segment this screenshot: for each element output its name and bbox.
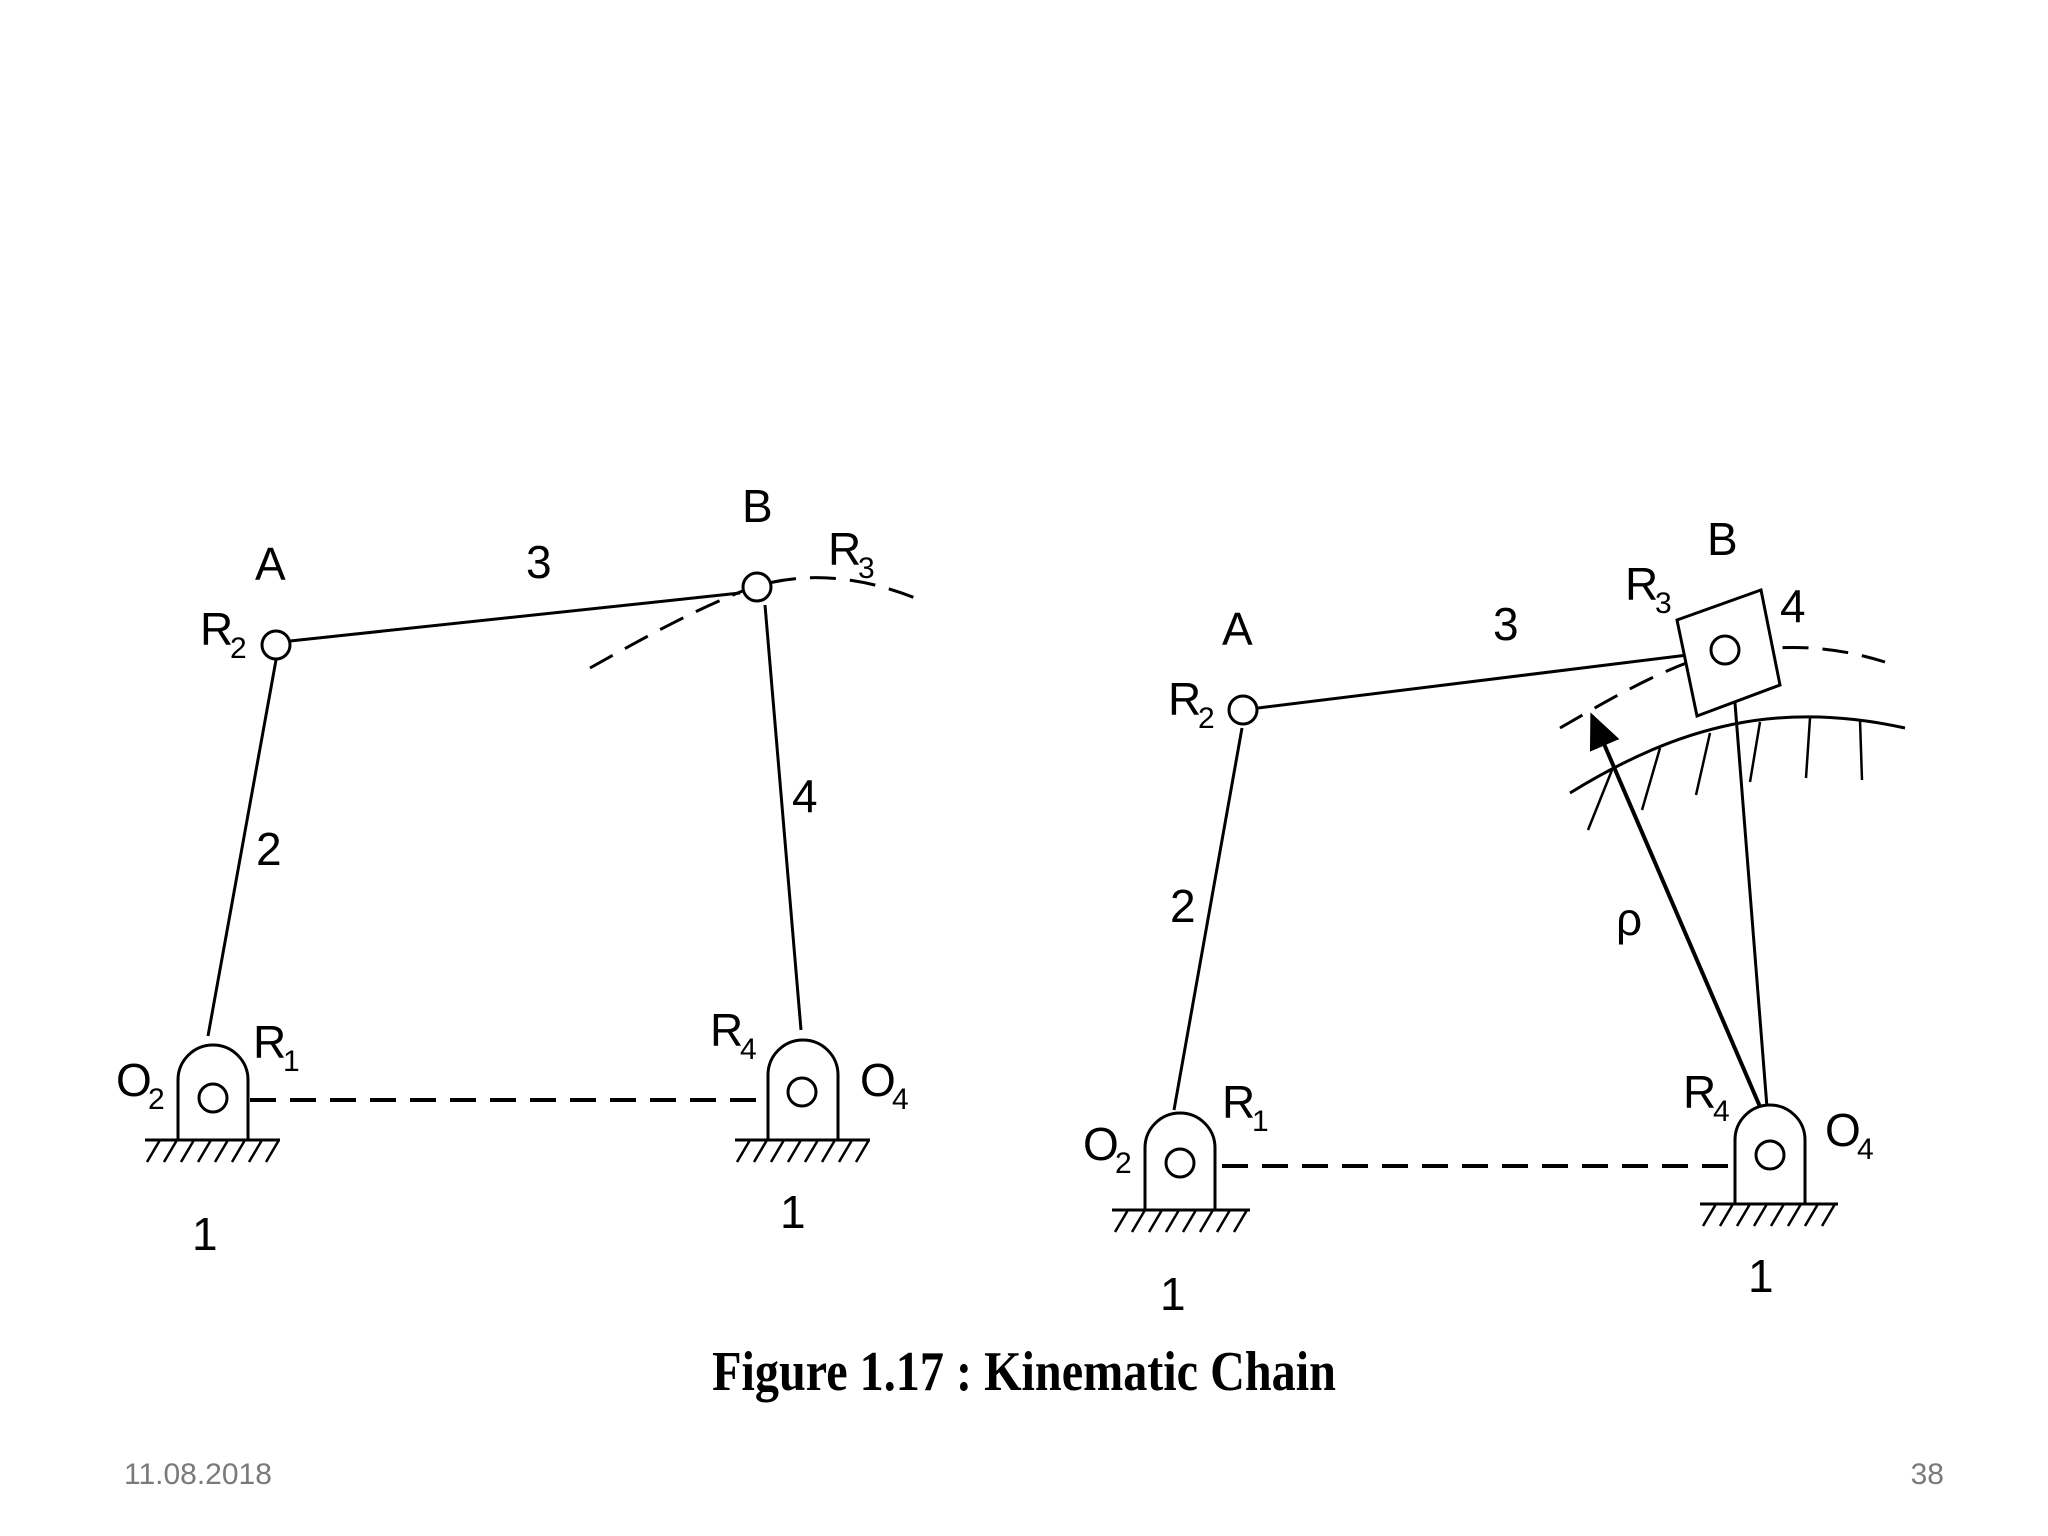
right-labels: A B 3 4 2 ρ R 2 R 3 R 1 R 4 O 2 O 4 1 1 [1083, 513, 1874, 1320]
right-pin-a [1227, 694, 1259, 726]
left-link-2 [206, 659, 278, 1037]
svg-text:2: 2 [230, 632, 247, 665]
right-label-r1: R 1 [1222, 1076, 1269, 1138]
svg-text:4: 4 [740, 1033, 757, 1066]
left-label-r3: R 3 [828, 523, 875, 585]
svg-text:R: R [828, 523, 861, 575]
left-labels: A B 3 2 4 R 2 R 3 R 1 R 4 O 2 O 4 1 1 [116, 480, 909, 1260]
page-number: 38 [1910, 1458, 1944, 1491]
left-label-ground-1a: 1 [192, 1208, 218, 1260]
footer-date: 11.08.2018 [124, 1458, 272, 1491]
left-pin-b [741, 571, 773, 603]
left-linkage [145, 571, 921, 1163]
right-label-r2: R 2 [1168, 673, 1215, 735]
left-support-o2 [145, 1043, 281, 1163]
figure-caption: Figure 1.17 : Kinematic Chain [712, 1341, 1336, 1403]
left-label-r1: R 1 [253, 1016, 300, 1078]
right-link-2 [1172, 727, 1244, 1111]
right-label-a: A [1222, 603, 1253, 655]
svg-text:2: 2 [1198, 702, 1215, 735]
right-pin-b [1709, 634, 1741, 666]
right-path-arc [1559, 646, 1886, 730]
svg-text:O: O [860, 1054, 896, 1106]
svg-text:R: R [1222, 1076, 1255, 1128]
left-pin-a [260, 629, 292, 661]
svg-text:3: 3 [858, 552, 875, 585]
right-label-link2: 2 [1170, 880, 1196, 932]
right-label-ground-1b: 1 [1748, 1250, 1774, 1302]
right-curved-guide [1569, 715, 1906, 795]
left-label-o2: O 2 [116, 1054, 165, 1116]
svg-text:R: R [1683, 1066, 1716, 1118]
svg-text:1: 1 [1252, 1105, 1269, 1138]
left-label-link4: 4 [792, 770, 818, 822]
right-label-ground-1a: 1 [1160, 1268, 1186, 1320]
right-label-link3: 3 [1493, 598, 1519, 650]
svg-text:4: 4 [892, 1083, 909, 1116]
svg-text:R: R [253, 1016, 286, 1068]
left-support-o4 [735, 1038, 871, 1163]
right-label-r3: R 3 [1625, 558, 1672, 620]
left-link-4 [763, 604, 803, 1031]
right-radius-rho [1589, 712, 1772, 1131]
left-label-a: A [255, 538, 286, 590]
svg-text:3: 3 [1655, 587, 1672, 620]
left-label-b: B [742, 480, 773, 532]
left-link-3 [289, 591, 741, 643]
right-label-b: B [1707, 513, 1738, 565]
svg-text:O: O [1825, 1104, 1861, 1156]
right-support-o2 [1112, 1111, 1250, 1233]
svg-text:2: 2 [1115, 1147, 1132, 1180]
svg-text:2: 2 [148, 1083, 165, 1116]
left-label-link3: 3 [526, 536, 552, 588]
right-label-link4: 4 [1780, 580, 1806, 632]
svg-text:R: R [200, 603, 233, 655]
right-label-rho: ρ [1616, 893, 1642, 945]
svg-text:1: 1 [283, 1045, 300, 1078]
right-label-r4: R 4 [1683, 1066, 1730, 1128]
svg-text:O: O [1083, 1118, 1119, 1170]
svg-text:R: R [1625, 558, 1658, 610]
left-label-r4: R 4 [710, 1004, 757, 1066]
svg-text:4: 4 [1857, 1133, 1874, 1166]
right-label-o2: O 2 [1083, 1118, 1132, 1180]
right-link-3 [1257, 650, 1713, 710]
svg-text:R: R [1168, 673, 1201, 725]
right-support-o4 [1700, 1103, 1838, 1227]
right-linkage [1112, 588, 1906, 1233]
svg-text:4: 4 [1713, 1095, 1730, 1128]
right-link-4 [1730, 664, 1770, 1121]
left-label-o4: O 4 [860, 1054, 909, 1116]
svg-text:O: O [116, 1054, 152, 1106]
left-label-ground-1b: 1 [780, 1186, 806, 1238]
left-label-r2: R 2 [200, 603, 247, 665]
right-guide-hatch [1586, 717, 1864, 831]
right-label-o4: O 4 [1825, 1104, 1874, 1166]
svg-text:R: R [710, 1004, 743, 1056]
left-label-link2: 2 [256, 823, 282, 875]
